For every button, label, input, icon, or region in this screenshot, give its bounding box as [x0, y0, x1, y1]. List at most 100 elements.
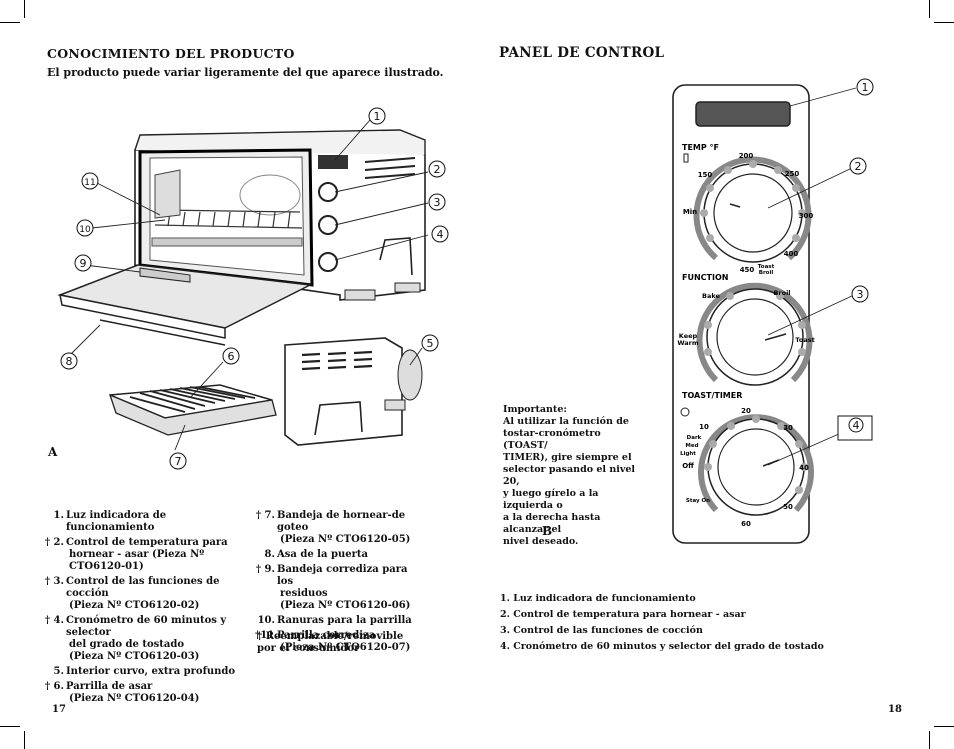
parts-list-text: Parrilla corrediza: [277, 630, 376, 641]
important-line: tostar-cronómetro (TOAST/: [503, 428, 601, 451]
control-panel-illustration: TEMP °F 200 150 250 300 400 Min 450 Toas…: [672, 84, 857, 544]
parts-list-number: † 2.: [44, 537, 64, 548]
temp-mark-broil: Broil: [759, 270, 774, 276]
temp-mark-400: 400: [784, 250, 799, 258]
page-number-left: 17: [52, 704, 66, 715]
parts-list-number: 8.: [264, 549, 275, 560]
temp-mark-min: Min: [683, 208, 697, 216]
parts-list-text: residuos: [280, 588, 328, 599]
figure-a-letter: A: [48, 445, 58, 459]
parts-list-text: (Pieza Nº CTO6120-02): [69, 600, 200, 611]
crop-mark: [934, 726, 954, 727]
parts-list-item: 5.Interior curvo, extra profundo: [44, 666, 249, 678]
parts-list-col2: † 7.Bandeja de hornear-de goteo(Pieza Nº…: [255, 510, 420, 657]
crop-mark: [934, 22, 954, 23]
parts-list-text: (Pieza Nº CTO6120-04): [69, 693, 200, 704]
svg-text:2: 2: [855, 160, 862, 173]
temp-label: TEMP °F: [682, 143, 719, 152]
timer-mark-med: Med: [685, 443, 698, 449]
parts-list-item: † 6.Parrilla de asar(Pieza Nº CTO6120-04…: [44, 681, 249, 705]
right-page-heading: PANEL DE CONTROL: [499, 45, 665, 61]
panel-legend-item: 4. Cronómetro de 60 minutos y selector d…: [500, 641, 824, 652]
function-label: FUNCTION: [682, 273, 728, 282]
timer-mark-60: 60: [741, 520, 751, 528]
svg-text:1: 1: [862, 81, 869, 94]
svg-text:3: 3: [857, 288, 864, 301]
crop-mark: [24, 731, 25, 749]
toaster-oven-illustration: [57, 119, 429, 451]
timer-mark-40: 40: [799, 464, 809, 472]
important-line: TIMER), gire siempre el: [503, 452, 632, 463]
temp-mark-300: 300: [799, 212, 814, 220]
temp-mark-toast: Toast: [758, 264, 775, 270]
parts-list-col1: 1.Luz indicadora de funcionamiento† 2.Co…: [44, 510, 249, 708]
crop-mark: [0, 726, 20, 727]
timer-label: TOAST/TIMER: [682, 391, 742, 400]
parts-list-text: hornear - asar (Pieza Nº CTO6120-01): [69, 549, 205, 572]
parts-list-text: (Pieza Nº CTO6120-03): [69, 651, 200, 662]
important-line: a la derecha hasta alcanzar el: [503, 512, 601, 535]
parts-list-text: Control de las funciones de cocción: [66, 576, 220, 599]
parts-list-number: † 9.: [255, 564, 275, 575]
parts-list-number: † 7.: [255, 510, 275, 521]
crop-mark: [929, 731, 930, 749]
panel-callout-2: 2: [849, 157, 867, 175]
parts-list-number: 10.: [257, 615, 275, 626]
crop-mark: [929, 0, 930, 18]
temp-mark-200: 200: [739, 152, 754, 160]
parts-list-text: Interior curvo, extra profundo: [66, 666, 236, 677]
function-mark-broil: Broil: [773, 289, 790, 297]
parts-list-item: 10.Ranuras para la parrilla: [255, 615, 420, 627]
parts-footnote: † Reemplazable/removible por el consumid…: [257, 631, 404, 654]
panel-callout-3: 3: [851, 285, 869, 303]
panel-callout-1: 1: [856, 78, 874, 96]
panel-legend-item: 1. Luz indicadora de funcionamiento: [500, 593, 696, 604]
timer-mark-stay-on: Stay On: [686, 498, 710, 504]
timer-mark-light: Light: [680, 451, 696, 457]
timer-mark-dark: Dark: [687, 435, 702, 441]
parts-list-text: Bandeja corrediza para los: [277, 564, 408, 587]
parts-list-text: Cronómetro de 60 minutos y selector: [66, 615, 227, 638]
page-number-right: 18: [888, 704, 902, 715]
parts-list-item: 8.Asa de la puerta: [255, 549, 420, 561]
parts-list-item: †11.Parrilla corrediza(Pieza Nº CTO6120-…: [255, 630, 420, 654]
parts-list-number: †11.: [255, 630, 278, 641]
parts-list-text: del grado de tostado: [69, 639, 185, 650]
function-mark-keep: Keep: [679, 332, 698, 340]
parts-list-text: Ranuras para la parrilla: [277, 615, 412, 626]
parts-list-item: † 3.Control de las funciones de cocción(…: [44, 576, 249, 612]
parts-list-number: † 3.: [44, 576, 64, 587]
temp-mark-450: 450: [740, 266, 755, 274]
parts-list-item: † 7.Bandeja de hornear-de goteo(Pieza Nº…: [255, 510, 420, 546]
important-line: y luego gírelo a la izquierda o: [503, 488, 599, 511]
left-page-heading: CONOCIMIENTO DEL PRODUCTO: [47, 46, 295, 61]
parts-list-text: Bandeja de hornear-de goteo: [277, 510, 406, 533]
parts-list-number: 5.: [53, 666, 64, 677]
figure-b-letter: B: [542, 524, 553, 538]
parts-list-text: (Pieza Nº CTO6120-05): [280, 534, 411, 545]
panel-legend-item: 3. Control de las funciones de cocción: [500, 625, 703, 636]
important-line: nivel deseado.: [503, 536, 579, 547]
timer-mark-20: 20: [741, 407, 751, 415]
function-mark-warm: Warm: [677, 339, 699, 347]
important-title: Importante:: [503, 404, 567, 415]
parts-list-item: 1.Luz indicadora de funcionamiento: [44, 510, 249, 534]
parts-list-text: Parrilla de asar: [66, 681, 153, 692]
crop-mark: [24, 0, 25, 18]
left-page-subheading: El producto puede variar ligeramente del…: [47, 66, 444, 79]
important-line: Al utilizar la función de: [503, 416, 629, 427]
function-mark-toast: Toast: [795, 336, 814, 344]
timer-mark-off: Off: [682, 462, 694, 470]
timer-mark-50: 50: [783, 503, 793, 511]
parts-list-text: Asa de la puerta: [277, 549, 368, 560]
parts-list-text: Control de temperatura para: [66, 537, 228, 548]
parts-list-number: † 4.: [44, 615, 64, 626]
timer-mark-10: 10: [699, 423, 709, 431]
timer-mark-30: 30: [783, 424, 793, 432]
panel-callout-4: 4: [837, 415, 873, 441]
important-line: selector pasando el nivel 20,: [503, 464, 636, 487]
